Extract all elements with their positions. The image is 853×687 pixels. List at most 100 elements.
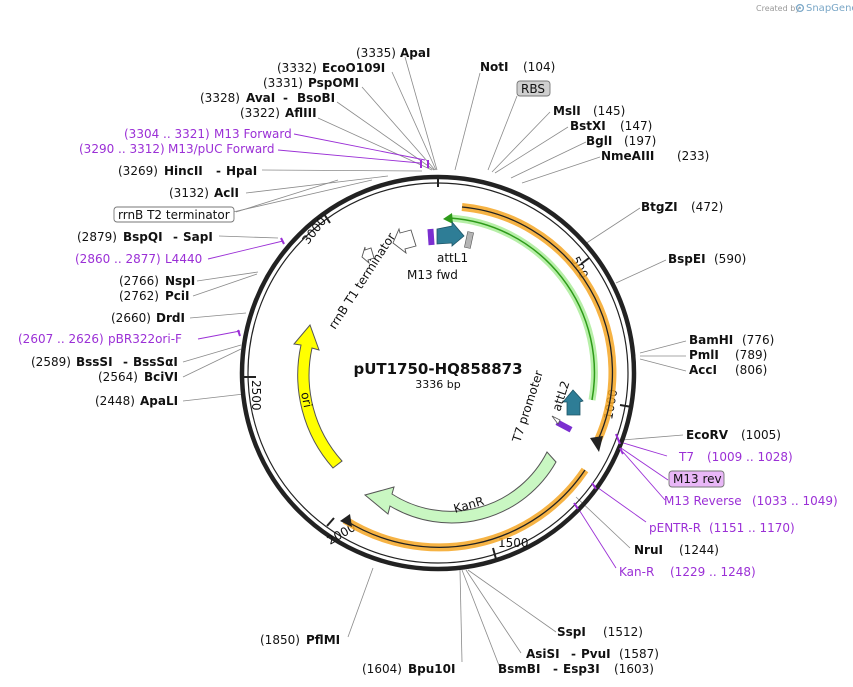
site-hincii-hpai: (3269) HincII - HpaI: [118, 164, 257, 178]
site-ecorv: EcoRV (1005): [686, 428, 781, 442]
svg-text:(1512): (1512): [603, 625, 643, 639]
site-bsssi-bsssai: (2589) BssSI - BssSαI: [31, 355, 178, 369]
svg-text:BssSαI: BssSαI: [133, 355, 178, 369]
svg-text:AccI: AccI: [689, 363, 717, 377]
svg-text:NspI: NspI: [165, 274, 195, 288]
svg-text:(1850): (1850): [260, 633, 300, 647]
feature-grey-mark: [464, 231, 474, 249]
site-pspomi: (3331) PspOMI: [263, 76, 359, 90]
feature-attl2-arrow: [562, 389, 584, 416]
svg-text:BglI: BglI: [586, 134, 612, 148]
svg-text:(806): (806): [735, 363, 767, 377]
svg-text:(3304 .. 3321): (3304 .. 3321): [124, 127, 210, 141]
site-pmli: PmlI (789): [689, 348, 767, 362]
site-bpu10i: (1604) Bpu10I: [362, 662, 455, 676]
svg-text:BspQI: BspQI: [123, 230, 163, 244]
feature-t7-mark: [555, 419, 573, 433]
site-avai-bsobi: (3328) AvaI - BsoBI: [200, 91, 335, 105]
feature-m13-fwd-label: M13 fwd: [407, 268, 458, 282]
svg-text:BssSI: BssSI: [76, 355, 113, 369]
svg-text:(1244): (1244): [679, 543, 719, 557]
site-bspei: BspEI (590): [668, 252, 746, 266]
svg-text:PflMI: PflMI: [306, 633, 340, 647]
svg-text:(3335): (3335): [356, 46, 396, 60]
snapgene-logo-icon: [795, 3, 805, 13]
svg-text:HincII: HincII: [164, 164, 203, 178]
site-apali: (2448) ApaLI: [95, 394, 178, 408]
svg-text:(1603): (1603): [614, 662, 654, 676]
svg-text:(3332): (3332): [277, 61, 317, 75]
svg-text:(789): (789): [735, 348, 767, 362]
plasmid-name: pUT1750-HQ858873: [353, 360, 522, 378]
site-ecoo109i: (3332) EcoO109I: [277, 61, 385, 75]
site-apai: (3335) ApaI: [356, 46, 430, 60]
site-bstxi: BstXI (147): [570, 119, 652, 133]
svg-text:rrnB T2 terminator: rrnB T2 terminator: [118, 208, 230, 222]
svg-text:NotI: NotI: [480, 60, 509, 74]
svg-text:(1033 .. 1049): (1033 .. 1049): [752, 494, 838, 508]
primer-pbr322ori-f: (2607 .. 2626) pBR322ori-F: [18, 332, 182, 346]
svg-text:PspOMI: PspOMI: [308, 76, 359, 90]
site-acci: AccI (806): [689, 363, 767, 377]
primer-m13-puc-forward: (3290 .. 3312) M13/pUC Forward: [79, 142, 275, 156]
svg-text:(1009 .. 1028): (1009 .. 1028): [707, 450, 793, 464]
site-bcivi: (2564) BciVI: [98, 370, 178, 384]
credit-brand: SnapGene: [806, 3, 853, 14]
svg-text:-: -: [216, 164, 221, 178]
site-afliii: (3322) AflIII: [240, 106, 317, 120]
svg-text:ApaLI: ApaLI: [140, 394, 178, 408]
svg-text:AclI: AclI: [214, 186, 239, 200]
svg-text:-: -: [283, 91, 288, 105]
feature-ori-label: ori: [298, 391, 315, 409]
svg-text:(147): (147): [620, 119, 652, 133]
svg-text:AsiSI: AsiSI: [526, 647, 560, 661]
svg-text:M13 Forward: M13 Forward: [214, 127, 292, 141]
svg-text:BspEI: BspEI: [668, 252, 706, 266]
svg-text:BamHI: BamHI: [689, 333, 733, 347]
svg-text:EcoRV: EcoRV: [686, 428, 729, 442]
svg-text:Bpu10I: Bpu10I: [408, 662, 455, 676]
svg-text:PvuI: PvuI: [581, 647, 611, 661]
svg-text:(233): (233): [677, 149, 709, 163]
svg-text:(2660): (2660): [111, 311, 151, 325]
svg-text:(197): (197): [624, 134, 656, 148]
rrnb-t2-terminator-box: rrnB T2 terminator: [113, 206, 235, 223]
svg-text:DrdI: DrdI: [156, 311, 185, 325]
svg-text:BsoBI: BsoBI: [297, 91, 335, 105]
primer-m13-reverse: M13 Reverse (1033 .. 1049): [664, 494, 838, 508]
svg-text:-: -: [173, 230, 178, 244]
svg-text:-: -: [123, 355, 128, 369]
svg-text:(3328): (3328): [200, 91, 240, 105]
site-asisi-pvui: AsiSI - PvuI (1587): [526, 647, 659, 661]
site-bsmbi-esp3i: BsmBI - Esp3I (1603): [498, 662, 654, 676]
svg-text:L4440: L4440: [165, 252, 202, 266]
svg-text:MslI: MslI: [553, 104, 581, 118]
primer-t7: T7 (1009 .. 1028): [678, 450, 793, 464]
svg-text:AvaI: AvaI: [246, 91, 275, 105]
svg-text:T7: T7: [678, 450, 694, 464]
site-acli: (3132) AclI: [169, 186, 239, 200]
svg-text:(2879): (2879): [77, 230, 117, 244]
feature-t7-promoter-label: T7 promoter: [509, 369, 546, 445]
site-pcii: (2762) PciI: [119, 289, 190, 303]
site-sspi: SspI (1512): [557, 625, 643, 639]
svg-text:(776): (776): [742, 333, 774, 347]
site-bspqi-sapi: (2879) BspQI - SapI: [77, 230, 213, 244]
site-bamhi: BamHI (776): [689, 333, 774, 347]
svg-text:NruI: NruI: [634, 543, 663, 557]
svg-text:(3290 .. 3312): (3290 .. 3312): [79, 142, 165, 156]
svg-text:M13/pUC Forward: M13/pUC Forward: [168, 142, 275, 156]
primer-leader-lines: [197, 133, 669, 569]
svg-text:(2766): (2766): [119, 274, 159, 288]
svg-text:RBS: RBS: [521, 82, 545, 96]
svg-text:(3132): (3132): [169, 186, 209, 200]
svg-text:M13 Reverse: M13 Reverse: [664, 494, 742, 508]
svg-text:(472): (472): [691, 200, 723, 214]
svg-text:BciVI: BciVI: [144, 370, 178, 384]
scale-ticks: [244, 175, 633, 560]
site-bgli: BglI (197): [586, 134, 656, 148]
svg-text:(2589): (2589): [31, 355, 71, 369]
site-btgzi: BtgZI (472): [641, 200, 723, 214]
svg-text:SapI: SapI: [183, 230, 213, 244]
